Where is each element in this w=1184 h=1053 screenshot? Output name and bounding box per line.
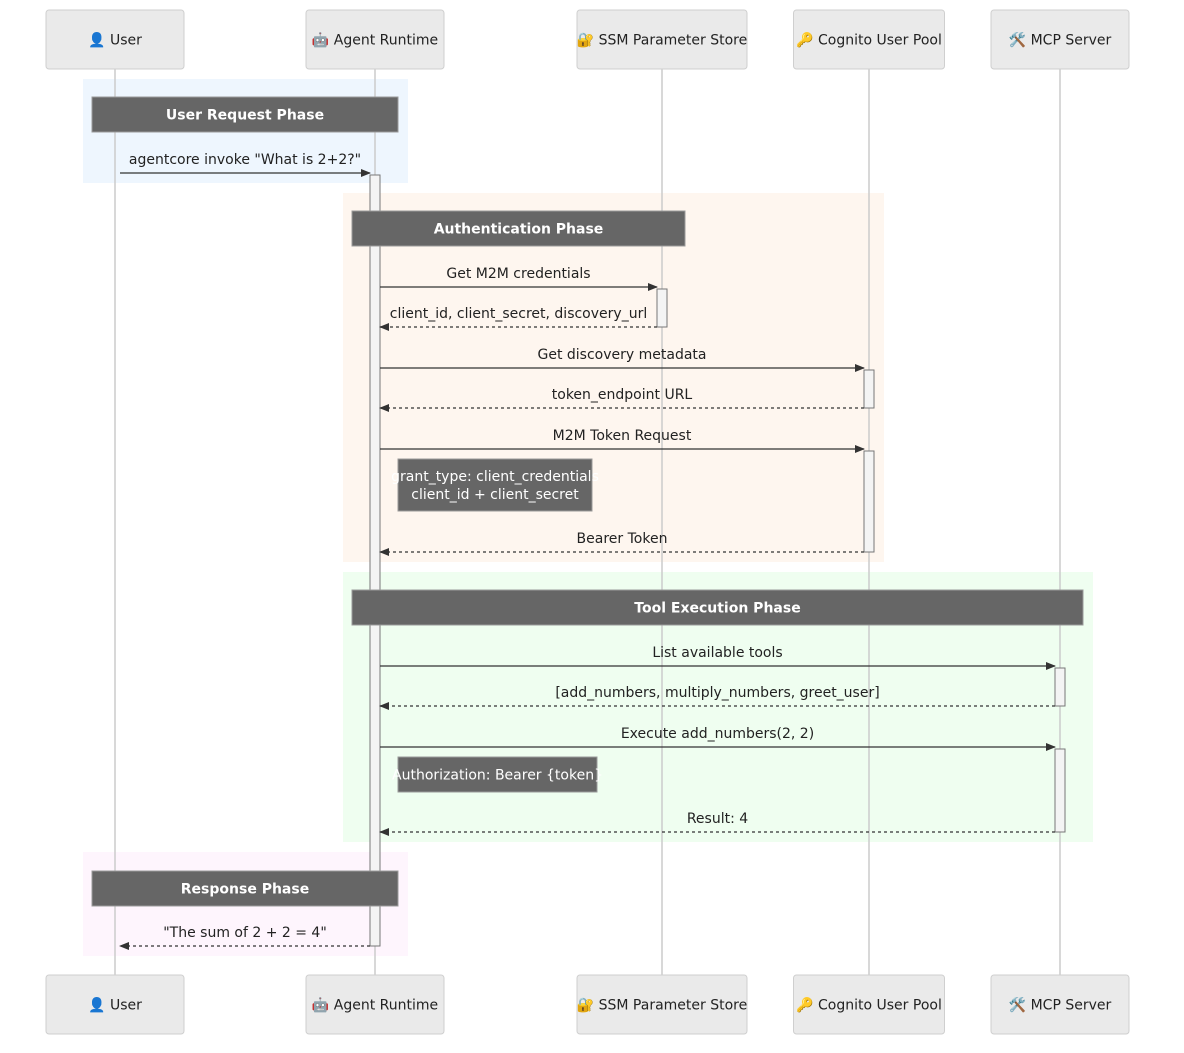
participant-box <box>576 9 748 70</box>
participants: 👤 User 👤 User 🤖 Agent Runtime 🤖 Agent Runti… <box>45 9 1130 1035</box>
note-box <box>397 756 598 793</box>
participant-label: 🤖 Agent Runtime <box>312 32 438 49</box>
participant-user-top: 👤 User <box>45 9 185 70</box>
activation-bar-cognito <box>863 369 875 409</box>
participant-label: 👤 User <box>88 32 142 49</box>
messages: agentcore invoke "What is 2+2?" Get M2M c… <box>119 152 1056 950</box>
activation-bar-ssm <box>656 288 668 328</box>
participant-label: 🔑 Cognito User Pool <box>796 31 942 49</box>
participant-box <box>990 974 1130 1035</box>
participant-agent-bottom: 🤖 Agent Runtime <box>305 974 445 1035</box>
phase-header-box <box>351 210 686 247</box>
activation-bar-mcp <box>1054 667 1066 707</box>
message: [add_numbers, multiply_numbers, greet_us… <box>379 685 1055 710</box>
phase-header-label: Tool Execution Phase <box>634 601 800 617</box>
note: Authorization: Bearer {token} <box>392 756 603 793</box>
message-label: "The sum of 2 + 2 = 4" <box>163 925 327 941</box>
participant-box <box>45 974 185 1035</box>
participant-box <box>793 9 945 70</box>
note-box <box>397 458 593 512</box>
note-text: Authorization: Bearer {token} <box>392 768 603 784</box>
phase-header-label: Authentication Phase <box>434 222 604 238</box>
message-label: token_endpoint URL <box>552 387 693 403</box>
phase-header: Response Phase <box>91 870 399 907</box>
participant-label: 🛠️ MCP Server <box>1009 996 1112 1014</box>
message-label: List available tools <box>652 645 782 661</box>
message: "The sum of 2 + 2 = 4" <box>119 925 370 950</box>
message: Get M2M credentials <box>380 266 658 291</box>
notes: grant_type: client_credentials client_id … <box>391 458 603 793</box>
phase-header-label: User Request Phase <box>166 108 324 124</box>
participant-agent-top: 🤖 Agent Runtime <box>305 9 445 70</box>
participant-cognito-top: 🔑 Cognito User Pool <box>793 9 945 70</box>
participant-box <box>990 9 1130 70</box>
message-label: Get discovery metadata <box>538 347 707 363</box>
participant-label: 🛠️ MCP Server <box>1009 31 1112 49</box>
phase-header-box <box>91 96 399 133</box>
phase-header: Authentication Phase <box>351 210 686 247</box>
participant-cognito-bottom: 🔑 Cognito User Pool <box>793 974 945 1035</box>
message-label: [add_numbers, multiply_numbers, greet_us… <box>555 685 879 701</box>
phase-header: User Request Phase <box>91 96 399 133</box>
participant-user-bottom: 👤 User <box>45 974 185 1035</box>
message-label: client_id, client_secret, discovery_url <box>390 306 647 322</box>
message: M2M Token Request <box>380 428 865 453</box>
message: Execute add_numbers(2, 2) <box>380 726 1056 751</box>
participant-mcp-top: 🛠️ MCP Server <box>990 9 1130 70</box>
message-label: Result: 4 <box>687 811 748 827</box>
note: grant_type: client_credentials client_id … <box>391 458 599 512</box>
participant-ssm-top: 🔐 SSM Parameter Store <box>576 9 748 70</box>
message-label: Get M2M credentials <box>446 266 590 282</box>
note-text: client_id + client_secret <box>411 487 579 503</box>
activation-bar-mcp <box>1054 748 1066 833</box>
message-label: agentcore invoke "What is 2+2?" <box>129 152 361 168</box>
phase-header-box <box>91 870 399 907</box>
message: agentcore invoke "What is 2+2?" <box>120 152 371 177</box>
participant-box <box>305 974 445 1035</box>
participant-box <box>793 974 945 1035</box>
activation-bars <box>369 174 1066 947</box>
participant-box <box>576 974 748 1035</box>
participant-mcp-bottom: 🛠️ MCP Server <box>990 974 1130 1035</box>
activation-bar-agent <box>369 174 381 947</box>
message: List available tools <box>380 645 1056 670</box>
message: Get discovery metadata <box>380 347 865 372</box>
participant-label: 🔑 Cognito User Pool <box>796 996 942 1014</box>
participant-label: 👤 User <box>88 997 142 1014</box>
message: Bearer Token <box>379 531 864 556</box>
message: client_id, client_secret, discovery_url <box>379 306 657 331</box>
participant-box <box>305 9 445 70</box>
message: token_endpoint URL <box>379 387 864 412</box>
participant-ssm-bottom: 🔐 SSM Parameter Store <box>576 974 748 1035</box>
phase-header-label: Response Phase <box>181 882 309 898</box>
participant-box <box>45 9 185 70</box>
phase-header: Tool Execution Phase <box>351 589 1084 626</box>
message-label: Bearer Token <box>577 531 668 547</box>
phase-header-box <box>351 589 1084 626</box>
message: Result: 4 <box>379 811 1055 836</box>
message-label: Execute add_numbers(2, 2) <box>621 726 814 742</box>
activation-bar-cognito <box>863 450 875 553</box>
note-text: grant_type: client_credentials <box>391 469 599 485</box>
participant-label: 🔐 SSM Parameter Store <box>577 998 747 1014</box>
participant-label: 🔐 SSM Parameter Store <box>577 33 747 49</box>
participant-label: 🤖 Agent Runtime <box>312 997 438 1014</box>
message-label: M2M Token Request <box>553 428 692 444</box>
